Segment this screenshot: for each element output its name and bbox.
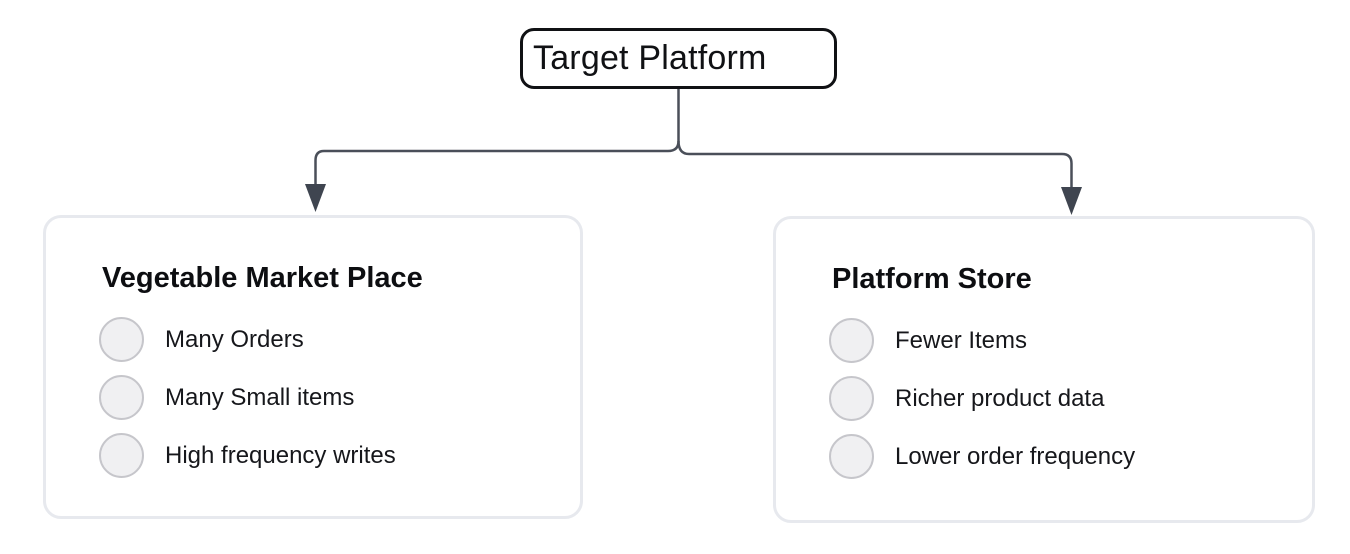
card-vegetable-market-place[interactable]: Vegetable Market Place Many Orders Many … bbox=[43, 215, 583, 519]
bullet-circle-icon bbox=[99, 317, 144, 362]
bullet-circle-icon bbox=[99, 375, 144, 420]
card-title: Vegetable Market Place bbox=[102, 262, 423, 294]
list-item: Many Orders bbox=[99, 317, 396, 362]
feature-list: Fewer Items Richer product data Lower or… bbox=[829, 318, 1135, 492]
list-item-label: Many Orders bbox=[165, 325, 304, 353]
list-item-label: Fewer Items bbox=[895, 326, 1028, 354]
list-item: Many Small items bbox=[99, 375, 396, 420]
card-title: Platform Store bbox=[832, 263, 1032, 295]
list-item: High frequency writes bbox=[99, 433, 396, 478]
list-item-label: High frequency writes bbox=[165, 441, 396, 469]
down-arrowhead-right-icon bbox=[1061, 187, 1082, 215]
list-item: Fewer Items bbox=[829, 318, 1135, 363]
card-platform-store[interactable]: Platform Store Fewer Items Richer produc… bbox=[773, 216, 1315, 523]
bullet-circle-icon bbox=[829, 318, 874, 363]
connector-left bbox=[314, 88, 680, 186]
list-item-label: Lower order frequency bbox=[895, 442, 1136, 470]
bullet-circle-icon bbox=[829, 434, 874, 479]
down-arrowhead-left-icon bbox=[305, 184, 326, 212]
list-item: Richer product data bbox=[829, 376, 1135, 421]
node-target-platform[interactable]: Target Platform bbox=[520, 28, 837, 89]
bullet-circle-icon bbox=[829, 376, 874, 421]
bullet-circle-icon bbox=[99, 433, 144, 478]
list-item-label: Many Small items bbox=[165, 383, 355, 411]
root-node-label: Target Platform bbox=[533, 39, 767, 77]
list-item: Lower order frequency bbox=[829, 434, 1135, 479]
connector-right bbox=[677, 140, 1073, 189]
list-item-label: Richer product data bbox=[895, 384, 1105, 412]
feature-list: Many Orders Many Small items High freque… bbox=[99, 317, 396, 491]
